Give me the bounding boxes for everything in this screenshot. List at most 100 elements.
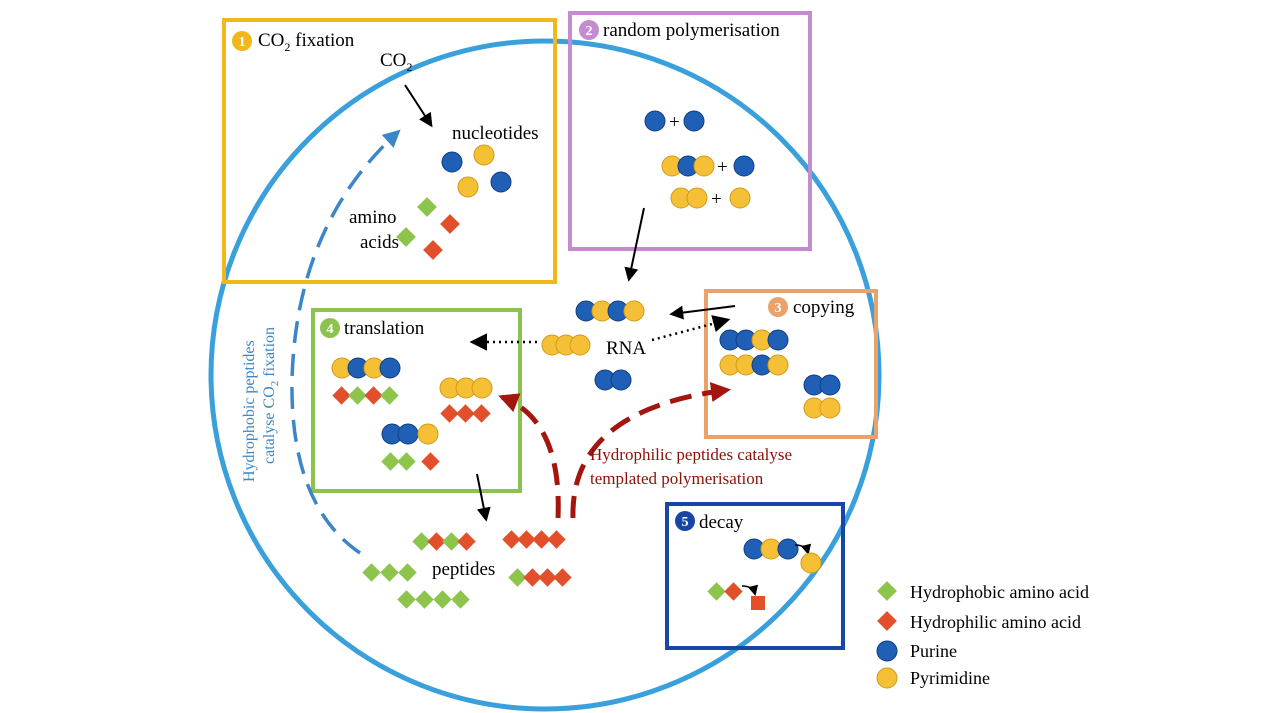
- peptides-label: peptides: [432, 559, 495, 580]
- legend-pyrimidine-label: Pyrimidine: [910, 668, 990, 688]
- box4-number-badge: [320, 318, 340, 338]
- amino-acids-cluster: [396, 197, 460, 260]
- hydrophobic-molecule: [398, 563, 417, 582]
- purine-molecule: [379, 357, 401, 379]
- pyrimidine-molecule: [800, 552, 822, 574]
- hydrophilic-molecule: [421, 452, 440, 471]
- nucleotides-cluster: [441, 144, 512, 198]
- co2-arrow: [404, 84, 433, 128]
- pyrimidine-molecule: [473, 144, 495, 166]
- pyrimidine-molecule: [693, 155, 715, 177]
- hydrophilic-molecule: [553, 568, 572, 587]
- box1-number-badge: [232, 31, 252, 51]
- hydrophilic-molecule: [517, 530, 536, 549]
- hydrophobic-label-line2-sub: 2: [269, 381, 281, 387]
- decay-small-arrow: [794, 543, 812, 556]
- hydrophilic-molecule: [751, 596, 765, 610]
- purine-molecule: [610, 369, 632, 391]
- hydrophobic-molecule: [380, 386, 399, 405]
- legend-hydrophilic-swatch: [877, 611, 897, 631]
- box2-number-badge: [579, 20, 599, 40]
- hydrophilic-to-translation-arrow: [498, 393, 561, 519]
- box3-title: 3 copying: [768, 297, 855, 318]
- purine-molecule: [683, 110, 705, 132]
- co2-label: CO2: [380, 50, 412, 74]
- hydrophobic-molecule: [442, 532, 461, 551]
- box5-number: 5: [682, 515, 689, 530]
- hydrophilic-molecule: [457, 532, 476, 551]
- hydrophilic-molecule: [547, 530, 566, 549]
- box1-title-co: CO: [258, 30, 284, 51]
- hydrophilic-molecule: [502, 530, 521, 549]
- copying-contents: [719, 329, 841, 419]
- acids-label: acids: [360, 232, 399, 253]
- box4-title-text: translation: [344, 318, 425, 339]
- pyrimidine-molecule: [686, 187, 708, 209]
- hydrophobic-catalysis-label: Hydrophobic peptides catalyse CO2 fixati…: [241, 327, 281, 482]
- hydrophobic-molecule: [508, 568, 527, 587]
- copying-to-rna-arrow: [669, 305, 736, 320]
- hydrophilic-molecule: [427, 532, 446, 551]
- box1-title: 1 CO2 fixation: [232, 30, 355, 54]
- hydrophilic-to-copying-arrow: [570, 382, 731, 519]
- pyrimidine-molecule: [623, 300, 645, 322]
- legend-pyrimidine-swatch: [876, 667, 898, 689]
- purine-molecule: [819, 374, 841, 396]
- rna-pool: [541, 300, 645, 391]
- hydrophobic-label-line2b: fixation: [261, 327, 278, 381]
- polymerisation-contents: + + +: [644, 110, 755, 210]
- purine-molecule: [777, 538, 799, 560]
- hydrophilic-molecule: [364, 386, 383, 405]
- box5-title: 5 decay: [675, 511, 744, 533]
- hydrophobic-molecule: [417, 197, 437, 217]
- box1-title-end: fixation: [290, 30, 354, 51]
- box1-title-sub: 2: [284, 40, 290, 54]
- hydrophilic-molecule: [538, 568, 557, 587]
- hydrophobic-molecule: [348, 386, 367, 405]
- pyrimidine-molecule: [569, 334, 591, 356]
- purine-molecule: [397, 423, 419, 445]
- hydrophobic-molecule: [415, 590, 434, 609]
- box2-title-text: random polymerisation: [603, 20, 780, 41]
- polymerisation-to-rna-arrow: [624, 207, 645, 282]
- box4-title: 4 translation: [320, 318, 425, 339]
- hydrophilic-molecule: [332, 386, 351, 405]
- hydrophobic-molecule: [396, 227, 416, 247]
- plus-sign: +: [711, 189, 722, 210]
- hydrophobic-molecule: [397, 590, 416, 609]
- plus-sign: +: [669, 112, 680, 133]
- hydrophilic-molecule: [523, 568, 542, 587]
- hydrophobic-molecule: [380, 563, 399, 582]
- plus-sign: +: [717, 157, 728, 178]
- box-decay: [665, 502, 845, 650]
- pyrimidine-molecule: [819, 397, 841, 419]
- hydrophilic-molecule: [724, 582, 743, 601]
- hydrophobic-molecule: [451, 590, 470, 609]
- hydrophobic-molecule: [412, 532, 431, 551]
- legend-hydrophobic-label: Hydrophobic amino acid: [910, 582, 1089, 602]
- translation-contents: [331, 357, 493, 471]
- hydrophilic-label-line2: templated polymerisation: [590, 469, 764, 488]
- rna-to-copying-dotted-arrow: [651, 315, 731, 342]
- pyrimidine-molecule: [417, 423, 439, 445]
- hydrophilic-molecule: [440, 404, 459, 423]
- cell-membrane: [208, 38, 882, 712]
- hydrophobic-molecule: [707, 582, 726, 601]
- legend: Hydrophobic amino acid Hydrophilic amino…: [876, 581, 1089, 689]
- hydrophilic-catalysis-label: Hydrophilic peptides catalyse templated …: [590, 445, 796, 488]
- box5-number-badge: [675, 511, 695, 531]
- box3-number: 3: [775, 301, 782, 316]
- hydrophobic-molecule: [433, 590, 452, 609]
- box-co2-fixation: [222, 18, 557, 284]
- purine-molecule: [733, 155, 755, 177]
- pyrimidine-molecule: [729, 187, 751, 209]
- box4-number: 4: [327, 322, 334, 337]
- legend-hydrophilic-label: Hydrophilic amino acid: [910, 612, 1081, 632]
- box-random-polymerisation: [568, 11, 812, 251]
- box1-number: 1: [239, 35, 246, 50]
- decay-contents: [707, 538, 822, 610]
- hydrophobic-molecule: [381, 452, 400, 471]
- purine-molecule: [490, 171, 512, 193]
- hydrophilic-molecule: [456, 404, 475, 423]
